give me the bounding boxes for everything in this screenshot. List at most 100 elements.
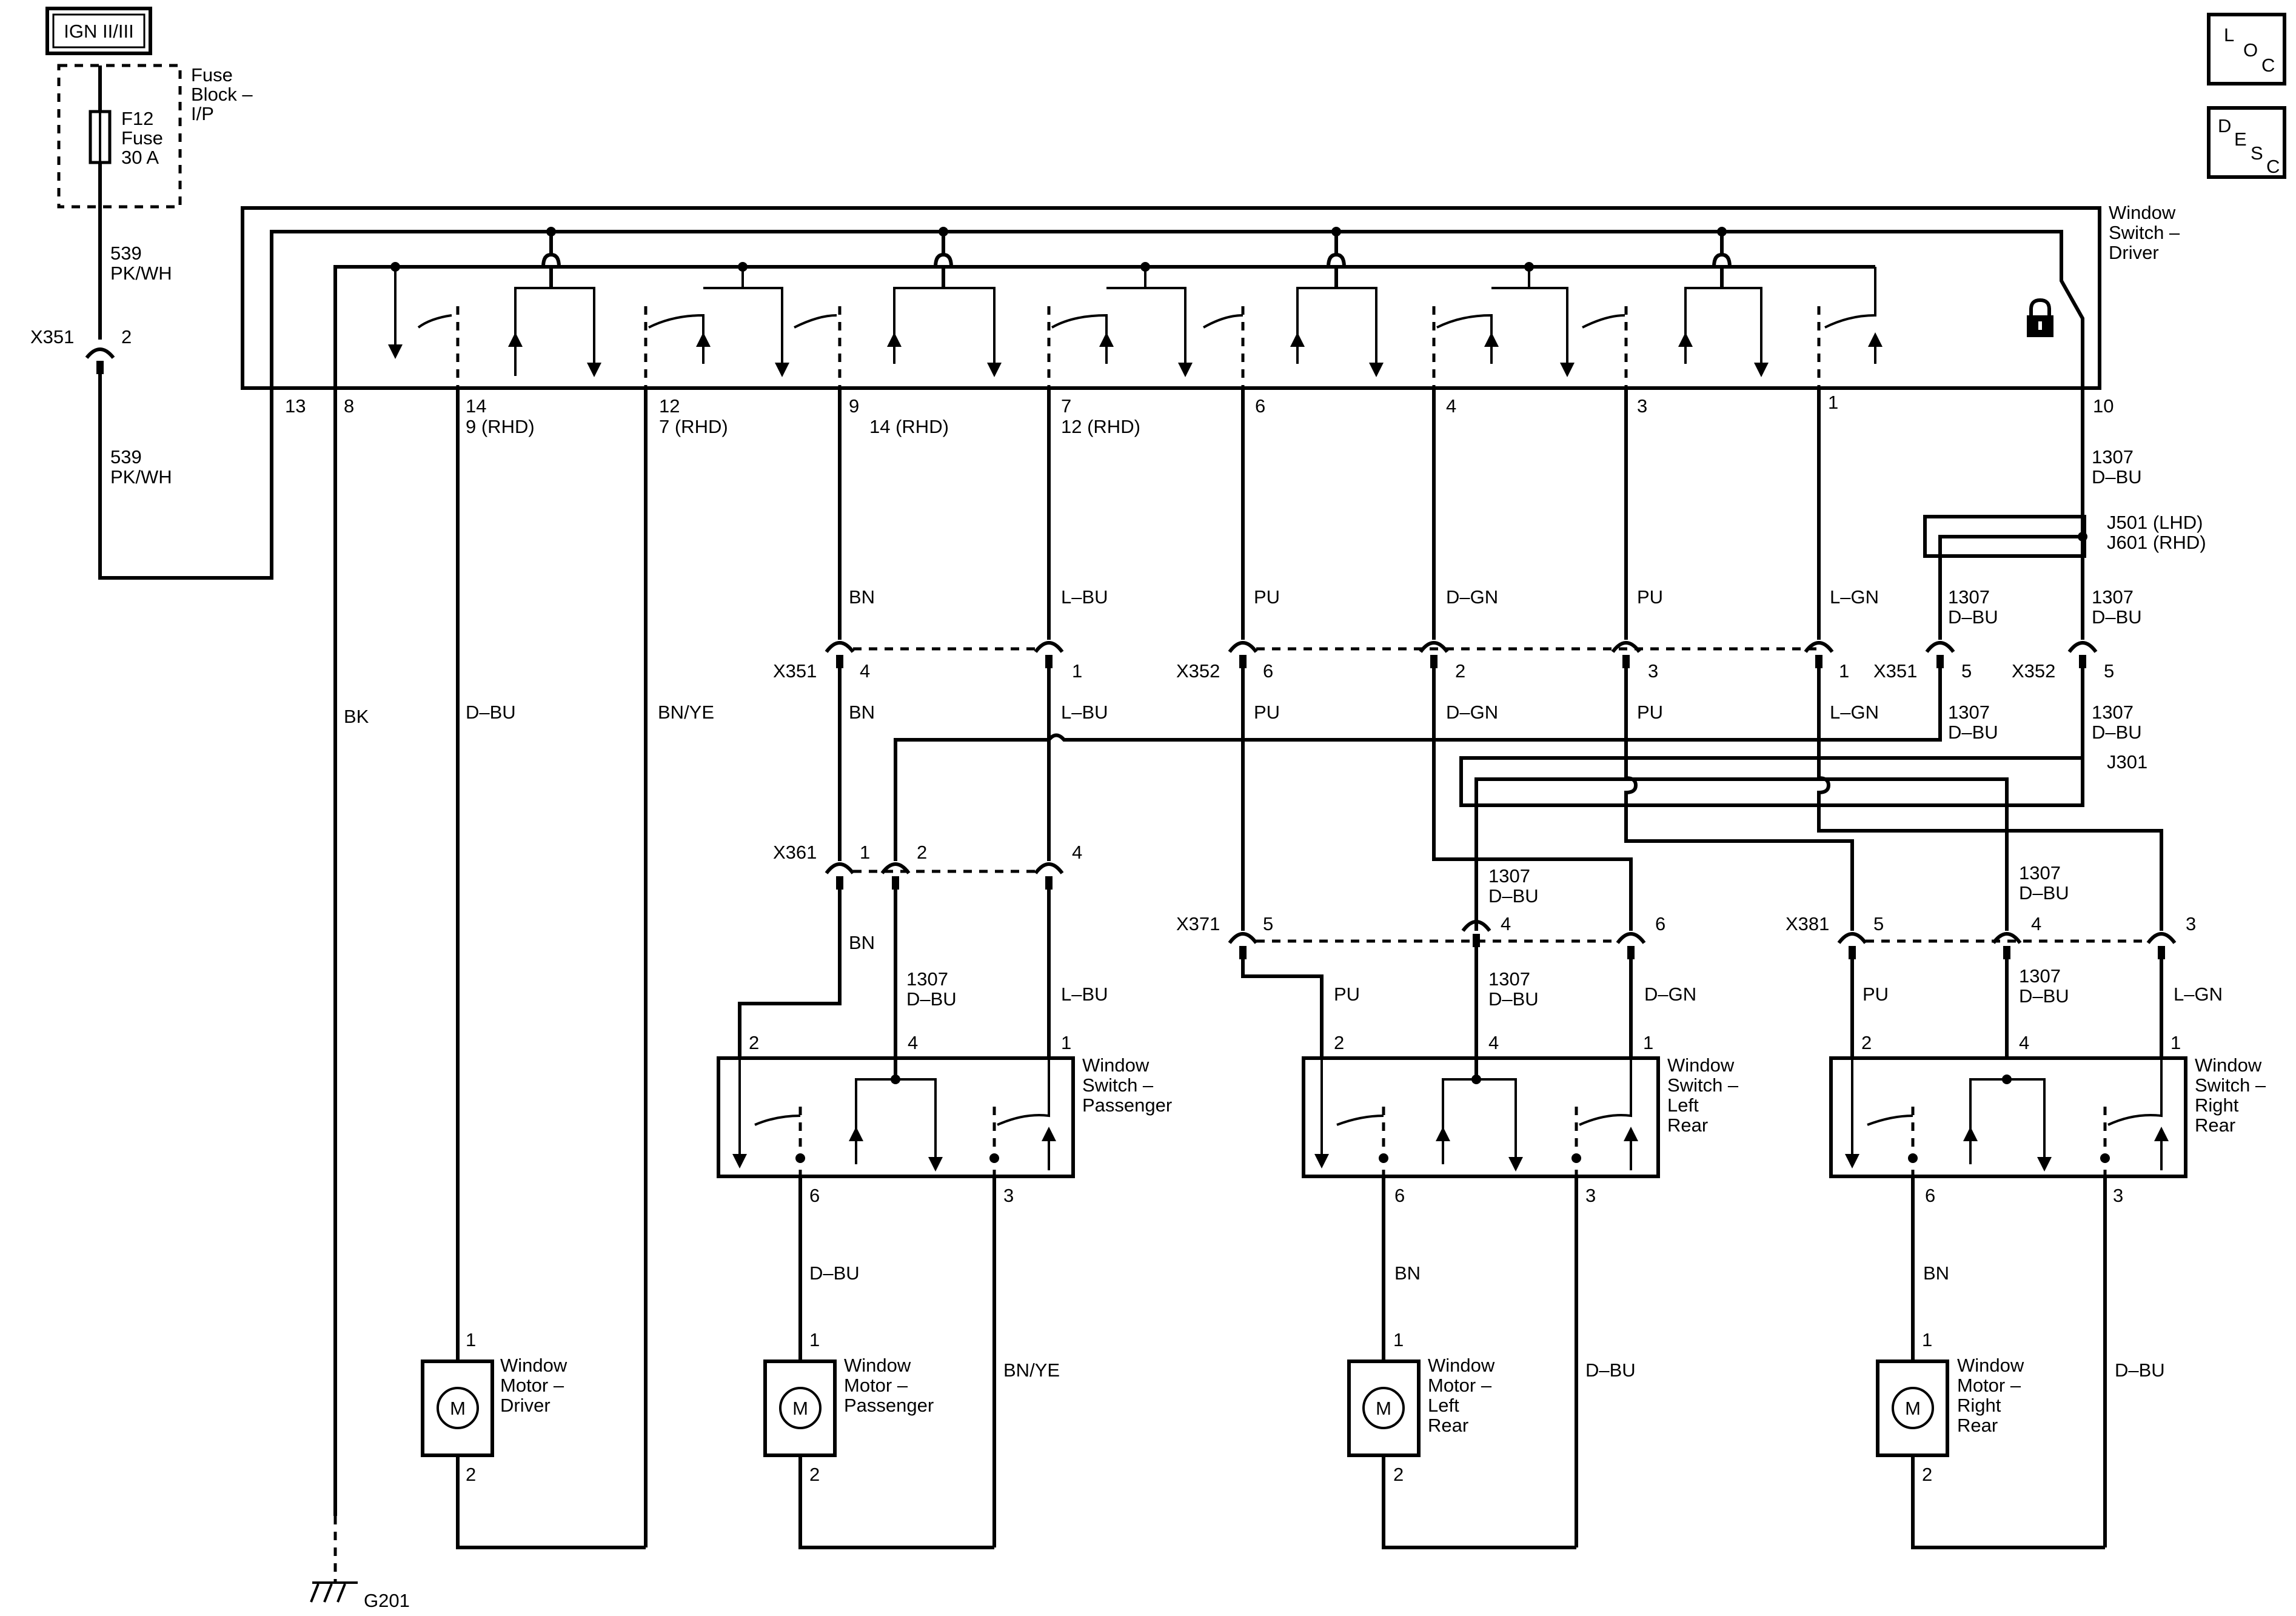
wire-label: 1307 xyxy=(1488,865,1530,887)
wire-label: PU xyxy=(1334,984,1360,1005)
wire-label: PU xyxy=(1254,702,1280,723)
svg-text:M: M xyxy=(792,1398,808,1419)
wire-label: L–BU xyxy=(1061,702,1108,723)
bus-junctions xyxy=(390,227,1727,272)
wire-label: D–GN xyxy=(1644,984,1696,1005)
connector-x352-label: X352 xyxy=(1176,660,1220,682)
svg-text:J601 (RHD): J601 (RHD) xyxy=(2107,532,2206,553)
pin-label: 4 xyxy=(860,660,870,682)
svg-text:Rear: Rear xyxy=(2195,1115,2235,1136)
svg-text:D: D xyxy=(2218,115,2231,136)
svg-text:Window: Window xyxy=(1957,1355,2024,1376)
left-rear-switch-label: Window Switch – Left Rear xyxy=(1667,1054,1739,1136)
svg-text:1307: 1307 xyxy=(1948,586,1990,608)
svg-text:C: C xyxy=(2266,156,2280,177)
svg-text:1: 1 xyxy=(466,1329,476,1350)
connector-x351-pin2 xyxy=(85,347,115,359)
wire-label: D–BU xyxy=(1488,988,1539,1010)
svg-text:4: 4 xyxy=(908,1032,918,1053)
svg-text:Driver: Driver xyxy=(500,1395,551,1416)
svg-text:539: 539 xyxy=(110,243,142,264)
svg-text:6: 6 xyxy=(1394,1185,1405,1206)
loc-button[interactable]: L O C xyxy=(2207,13,2286,85)
svg-text:1: 1 xyxy=(1922,1329,1932,1350)
fuse-block-boundary xyxy=(57,64,182,209)
pin-label: 1 xyxy=(1839,660,1849,682)
svg-text:D–BU: D–BU xyxy=(2092,466,2142,488)
motor-passenger: 1 M 2 Window Motor – Passenger xyxy=(763,1329,934,1485)
svg-text:D–BU: D–BU xyxy=(2092,722,2142,743)
driver-switch-pin-labels: 13 8 14 9 (RHD) 12 7 (RHD) 9 14 (RHD) 7 … xyxy=(285,392,2114,437)
svg-text:14 (RHD): 14 (RHD) xyxy=(869,416,949,437)
svg-text:2: 2 xyxy=(749,1032,759,1053)
svg-text:M: M xyxy=(450,1398,466,1419)
svg-text:Window: Window xyxy=(1082,1054,1150,1076)
svg-text:Right: Right xyxy=(1957,1395,2001,1416)
svg-text:Fuse: Fuse xyxy=(121,127,163,149)
svg-text:D–BU: D–BU xyxy=(1948,722,1998,743)
driver-switch-box xyxy=(241,206,2101,390)
svg-text:PK/WH: PK/WH xyxy=(110,466,172,488)
wire-label: D–BU xyxy=(809,1262,860,1284)
wire-label: D–BU xyxy=(1585,1360,1636,1381)
svg-text:M: M xyxy=(1905,1398,1921,1419)
wire-label: D–BU xyxy=(2019,985,2069,1007)
right-rear-switch-pins: 2 4 1 6 3 xyxy=(1861,1032,2181,1206)
svg-text:Right: Right xyxy=(2195,1095,2239,1116)
svg-text:I/P: I/P xyxy=(191,103,214,124)
passenger-switch-label: Window Switch – Passenger xyxy=(1082,1054,1172,1116)
svg-text:Fuse: Fuse xyxy=(191,64,233,85)
svg-text:Motor –: Motor – xyxy=(844,1375,908,1396)
right-rear-switch-box xyxy=(1829,1056,2187,1178)
wire-label: D–BU xyxy=(2115,1360,2165,1381)
svg-text:D–BU: D–BU xyxy=(1948,606,1998,628)
svg-text:3: 3 xyxy=(2113,1185,2123,1206)
connector-x352-label: X352 xyxy=(2012,660,2055,682)
svg-text:O: O xyxy=(2243,39,2258,61)
pin-label: 4 xyxy=(2031,913,2041,934)
svg-text:4: 4 xyxy=(1488,1032,1499,1053)
svg-text:2: 2 xyxy=(1922,1464,1932,1485)
wire-label: L–GN xyxy=(1830,586,1879,608)
svg-text:1: 1 xyxy=(1061,1032,1071,1053)
svg-text:G201: G201 xyxy=(364,1590,410,1611)
svg-text:1: 1 xyxy=(2170,1032,2181,1053)
svg-text:1: 1 xyxy=(809,1329,820,1350)
passenger-switch-box xyxy=(717,1056,1075,1178)
pin-label: 2 xyxy=(121,326,132,347)
connector-x351-label: X351 xyxy=(30,326,74,347)
passenger-switch-pins: 2 4 1 6 3 xyxy=(749,1032,1071,1206)
svg-text:3: 3 xyxy=(1637,395,1647,417)
svg-text:Window: Window xyxy=(2109,202,2176,223)
svg-text:Rear: Rear xyxy=(1667,1115,1708,1136)
right-rear-switch-label: Window Switch – Right Rear xyxy=(2195,1054,2266,1136)
svg-text:1: 1 xyxy=(1828,392,1838,413)
pin-label: 1 xyxy=(1072,660,1082,682)
pin-label: 2 xyxy=(917,842,927,863)
wire-label: BN xyxy=(1394,1262,1421,1284)
svg-text:3: 3 xyxy=(1585,1185,1596,1206)
wire-label: 1307 xyxy=(1488,968,1530,990)
motor-left-rear: 1 M 2 Window Motor – Left Rear xyxy=(1347,1329,1495,1485)
svg-text:Window: Window xyxy=(2195,1054,2262,1076)
svg-text:3: 3 xyxy=(1003,1185,1014,1206)
svg-text:Switch –: Switch – xyxy=(1667,1075,1739,1096)
svg-text:Window: Window xyxy=(1428,1355,1495,1376)
wire-label: PU xyxy=(1637,702,1663,723)
svg-text:1307: 1307 xyxy=(2092,586,2134,608)
wire-label: BN/YE xyxy=(1003,1360,1060,1381)
svg-text:2: 2 xyxy=(466,1464,476,1485)
svg-text:1: 1 xyxy=(1393,1329,1404,1350)
svg-text:14: 14 xyxy=(466,395,486,417)
pin-label: 1 xyxy=(860,842,870,863)
connector-x371-label: X371 xyxy=(1176,913,1220,934)
wire-1307-labels-x351: 1307 D–BU 1307 D–BU xyxy=(1948,586,2142,628)
desc-button[interactable]: D E S C xyxy=(2207,106,2286,179)
pin-label: 3 xyxy=(2186,913,2196,934)
svg-text:1: 1 xyxy=(1643,1032,1653,1053)
driver-switch-contacts xyxy=(388,267,1883,388)
pin-label: 4 xyxy=(1501,913,1511,934)
wire-label: BN xyxy=(849,932,875,953)
svg-text:6: 6 xyxy=(1925,1185,1935,1206)
svg-text:4: 4 xyxy=(1446,395,1456,417)
